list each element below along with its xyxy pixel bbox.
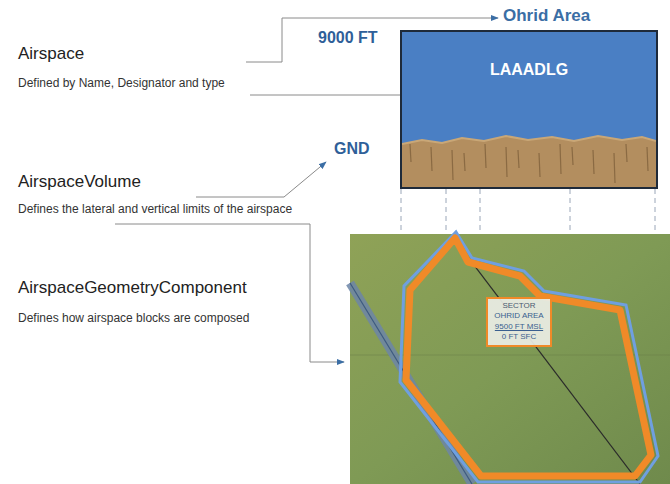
map-line [455,240,640,484]
airspace-box: LAAADLG [400,30,658,189]
label-heading: SECTOR [494,301,544,311]
class-title: AirspaceVolume [18,172,141,192]
label-line: OHRID AREA [494,311,544,321]
sector-boundary [406,238,651,476]
class-title: Airspace [18,44,84,64]
airspace-name: Ohrid Area [503,6,590,26]
cliff-texture [410,144,648,183]
class-description: Defines the lateral and vertical limits … [18,202,292,216]
class-title: AirspaceGeometryComponent [18,278,247,298]
map-ground [350,234,670,484]
terrain-illustration [402,32,656,187]
projection-lines [401,189,655,234]
upper-limit: 9000 FT [318,28,378,47]
airspace-outline [400,232,658,482]
cliff-ground [402,136,656,187]
class-description: Defined by Name, Designator and type [18,76,225,90]
class-description: Defines how airspace blocks are composed [18,311,249,325]
designator: LAAADLG [402,60,656,81]
lower-limit: GND [334,139,370,158]
sector-label: SECTOROHRID AREA9500 FT MSL0 FT SFC [486,297,552,347]
label-line: 0 FT SFC [494,332,544,342]
cliff-edge [402,136,656,144]
label-line: 9500 FT MSL [494,322,544,332]
